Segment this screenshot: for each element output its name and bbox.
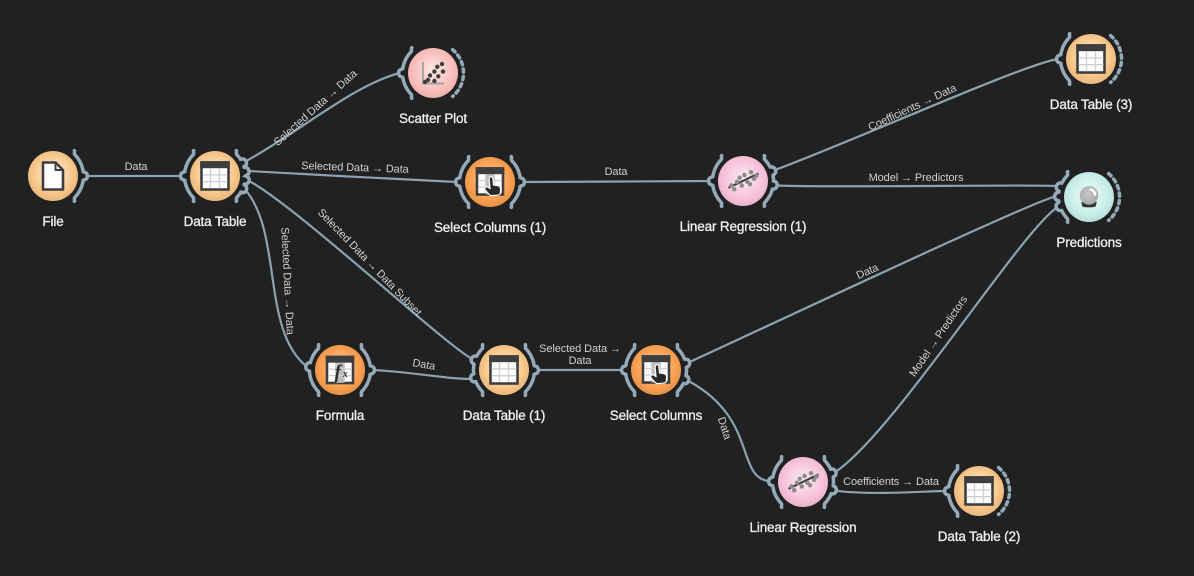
svg-text:Scatter Plot: Scatter Plot bbox=[399, 111, 467, 126]
svg-text:Data: Data bbox=[605, 166, 629, 178]
svg-text:Predictions: Predictions bbox=[1056, 235, 1122, 250]
svg-text:Linear Regression: Linear Regression bbox=[749, 520, 856, 535]
svg-text:x: x bbox=[342, 369, 348, 380]
svg-text:File: File bbox=[42, 214, 63, 229]
svg-text:Data Table: Data Table bbox=[184, 214, 247, 229]
svg-text:Select Columns (1): Select Columns (1) bbox=[434, 220, 546, 235]
svg-text:Selected Data → Data: Selected Data → Data bbox=[301, 160, 410, 176]
svg-text:Data Table (2): Data Table (2) bbox=[938, 529, 1020, 544]
svg-text:Data: Data bbox=[569, 355, 593, 367]
svg-text:Select Columns: Select Columns bbox=[610, 408, 703, 423]
svg-text:f: f bbox=[335, 362, 343, 383]
svg-text:Formula: Formula bbox=[316, 408, 365, 423]
svg-text:Linear Regression (1): Linear Regression (1) bbox=[680, 219, 807, 234]
svg-text:Data Table (1): Data Table (1) bbox=[463, 408, 545, 423]
svg-text:Model → Predictors: Model → Predictors bbox=[869, 172, 964, 184]
svg-text:Data: Data bbox=[412, 357, 438, 373]
svg-text:Selected Data → Data: Selected Data → Data bbox=[278, 227, 296, 336]
svg-text:Selected Data →: Selected Data → bbox=[539, 343, 621, 355]
svg-text:Coefficients → Data: Coefficients → Data bbox=[843, 476, 940, 488]
svg-text:Data: Data bbox=[125, 161, 149, 173]
svg-text:Data Table (3): Data Table (3) bbox=[1050, 97, 1132, 112]
